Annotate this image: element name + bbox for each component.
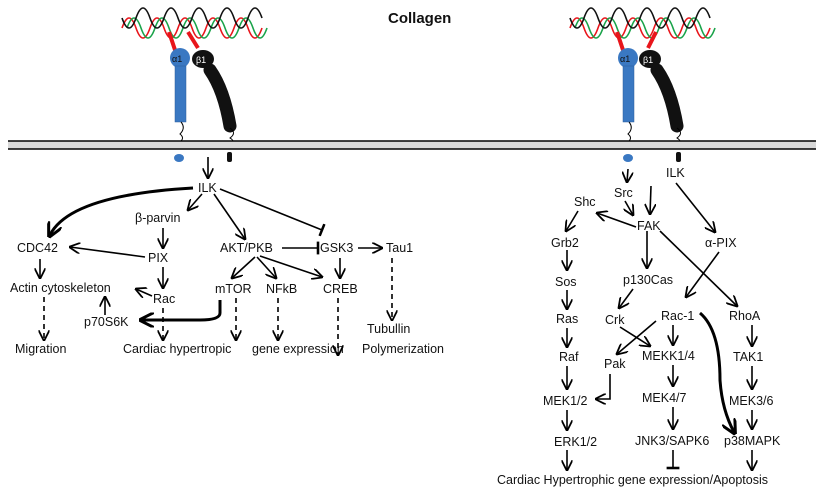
node-gene: gene expression <box>252 342 344 356</box>
collagen-left <box>121 7 268 39</box>
arrow-ilk-akt <box>213 193 245 239</box>
node-rac1: Rac-1 <box>661 309 694 323</box>
collagen-right <box>569 7 716 39</box>
node-raf: Raf <box>559 350 579 364</box>
arrow-crk-mekk <box>619 326 650 346</box>
node-mek36: MEK3/6 <box>729 394 774 408</box>
node-p130cas: p130Cas <box>623 273 673 287</box>
arrow-p130-crk <box>619 288 634 308</box>
collagen-title: Collagen <box>388 10 451 27</box>
integrin-left: α1 β1 <box>167 30 237 145</box>
arrow-rac1-p38 <box>698 311 734 432</box>
node-jnk: JNK3/SAPK6 <box>635 434 709 448</box>
arrow-apix-rac1 <box>686 251 720 297</box>
left-pathway: ILK β-parvin CDC42 PIX AKT/PKB GSK3 Tau1… <box>10 157 444 356</box>
node-mtor: mTOR <box>215 282 252 296</box>
node-fak: FAK <box>637 219 661 233</box>
node-outcome: Cardiac Hypertrophic gene expression/Apo… <box>497 473 768 487</box>
arrow-src-fak <box>625 200 633 215</box>
node-mekk: MEKK1/4 <box>642 349 695 363</box>
node-tak1: TAK1 <box>733 350 763 364</box>
node-cdc42: CDC42 <box>17 241 58 255</box>
node-bparvin: β-parvin <box>135 211 180 225</box>
node-apix: α-PIX <box>705 236 737 250</box>
arrow-pak-mek12 <box>596 374 611 399</box>
node-p70s6k: p70S6K <box>84 315 129 329</box>
node-erk: ERK1/2 <box>554 435 597 449</box>
node-tau1: Tau1 <box>386 241 413 255</box>
beta-tail-right <box>676 152 681 162</box>
arrow-fak-shc <box>597 213 637 228</box>
arrow-pix-cdc42 <box>70 247 146 258</box>
node-tubullin: Tubullin <box>367 322 410 336</box>
node-p38: p38MAPK <box>724 434 781 448</box>
node-grb2: Grb2 <box>551 236 579 250</box>
alpha1-label: α1 <box>172 54 182 64</box>
node-pix: PIX <box>148 251 169 265</box>
beta-tail-left <box>227 152 232 162</box>
node-crk: Crk <box>605 313 625 327</box>
node-actin: Actin cytoskeleton <box>10 281 111 295</box>
cell-membrane <box>8 140 816 150</box>
arrow-to-fak <box>650 185 651 214</box>
inhibit-ilk-gsk3 <box>219 188 326 237</box>
arrow-ilk-bparvin <box>188 193 203 210</box>
node-rac: Rac <box>153 292 175 306</box>
right-pathway: Src ILK Shc FAK Grb2 α-PIX Sos p130Cas R… <box>497 166 781 487</box>
arrow-akt-creb <box>259 255 322 277</box>
node-migration: Migration <box>15 342 66 356</box>
node-ras: Ras <box>556 312 578 326</box>
arrow-ilk-apix <box>675 182 715 232</box>
node-src: Src <box>614 186 633 200</box>
node-sos: Sos <box>555 275 577 289</box>
node-cardiac: Cardiac hypertropic <box>123 342 231 356</box>
node-creb: CREB <box>323 282 358 296</box>
node-rhoa: RhoA <box>729 309 761 323</box>
node-polymerization: Polymerization <box>362 342 444 356</box>
arrow-rac-actin <box>136 289 153 296</box>
node-mek47: MEK4/7 <box>642 391 687 405</box>
arrow-ilk-cdc42 <box>50 186 194 235</box>
arrow-fak-rhoa <box>659 230 737 306</box>
node-akt: AKT/PKB <box>220 241 273 255</box>
integrin-right: α1 β1 <box>615 31 684 145</box>
node-mek12: MEK1/2 <box>543 394 588 408</box>
arrow-mtor-p70s6k <box>142 300 222 320</box>
arrow-rac1-pak <box>617 320 657 354</box>
node-nfkb: NFkB <box>266 282 297 296</box>
alpha-tail-left <box>174 154 184 162</box>
arrow-int-src <box>627 168 628 182</box>
arrow-akt-nfkb <box>256 256 276 278</box>
beta1-label-right: β1 <box>643 55 653 65</box>
arrow-shc-grb2 <box>566 210 579 231</box>
node-ilk: ILK <box>198 181 217 195</box>
node-ilk-right: ILK <box>666 166 685 180</box>
arrow-akt-mtor <box>232 256 256 278</box>
alpha-tail-right <box>623 154 633 162</box>
node-pak: Pak <box>604 357 626 371</box>
alpha1-label-right: α1 <box>620 54 630 64</box>
node-shc: Shc <box>574 195 596 209</box>
node-gsk3: GSK3 <box>320 241 353 255</box>
beta1-label: β1 <box>196 55 206 65</box>
